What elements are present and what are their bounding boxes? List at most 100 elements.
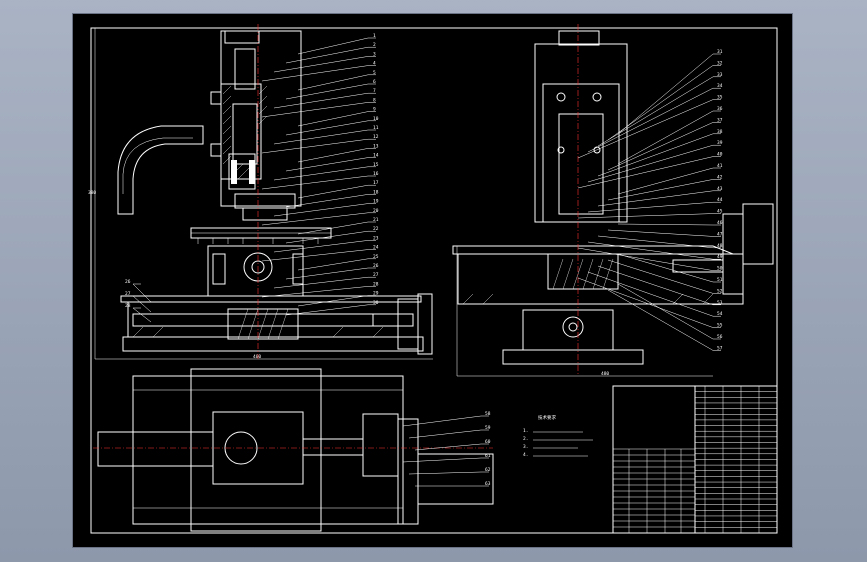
balloon-label: 1 — [373, 33, 376, 39]
balloon-label: 28 — [125, 303, 131, 309]
balloon-label: 43 — [717, 186, 723, 192]
balloon-label: 60 — [485, 439, 491, 445]
leader-line — [273, 203, 369, 217]
balloon-label: 37 — [717, 117, 723, 123]
leader-line — [617, 223, 714, 226]
balloon-label: 28 — [373, 281, 379, 287]
balloon-label: 36 — [717, 106, 723, 112]
leader-line — [261, 65, 369, 82]
balloon-label: 30 — [373, 300, 379, 306]
leader-line — [273, 92, 369, 109]
dim-height: 380 — [88, 190, 96, 196]
leader-line — [607, 229, 714, 237]
leader-line — [273, 166, 369, 181]
balloon-label: 8 — [373, 97, 376, 103]
balloon-label: 31 — [717, 49, 723, 55]
dim-front: 400 — [253, 354, 261, 360]
balloon-label: 58 — [485, 411, 491, 417]
leader-line — [597, 265, 714, 306]
leader-line — [261, 175, 369, 190]
leader-line — [297, 221, 369, 235]
leader-line — [617, 53, 714, 135]
balloon-label: 23 — [373, 235, 379, 241]
balloon-label: 18 — [373, 189, 379, 195]
leader-line — [597, 133, 714, 177]
balloon-label: 54 — [717, 311, 723, 317]
balloon-label: 50 — [717, 266, 723, 272]
leader-line — [285, 194, 369, 208]
leader-line — [261, 138, 369, 154]
dim-side: 480 — [601, 371, 609, 377]
balloon-label: 20 — [373, 208, 379, 214]
leader-line — [297, 148, 369, 163]
note-1: 1. — [523, 428, 528, 434]
balloon-label: 53 — [717, 300, 723, 306]
balloon-label: 26 — [125, 279, 131, 285]
leader-line — [408, 471, 482, 475]
leader-line — [577, 99, 714, 159]
balloon-label: 19 — [373, 199, 379, 205]
balloon-label: 24 — [373, 245, 379, 251]
note-4: 4. — [523, 452, 528, 458]
side-view-balloons: 3132333435363738394041424344454647484950… — [577, 49, 723, 351]
leader-line — [297, 111, 369, 127]
balloon-label: 25 — [373, 254, 379, 260]
balloon-label: 10 — [373, 116, 379, 122]
leader-line — [402, 457, 482, 463]
balloon-label: 27 — [125, 291, 131, 297]
balloon-label: 22 — [373, 226, 379, 232]
balloon-label: 59 — [485, 425, 491, 431]
leader-line — [297, 295, 369, 307]
balloon-label: 55 — [717, 323, 723, 329]
balloon-label: 15 — [373, 162, 379, 168]
balloon-label: 46 — [717, 220, 723, 226]
cad-drawing: 400 380 480 — [88, 24, 778, 534]
technical-notes: 技术要求 1. 2. 3. 4. — [523, 414, 593, 458]
drawing-sheet: 400 380 480 — [72, 13, 793, 548]
balloon-label: 9 — [373, 107, 376, 113]
balloon-label: 40 — [717, 152, 723, 158]
note-3: 3. — [523, 444, 528, 450]
leader-line — [607, 289, 714, 351]
balloon-label: 52 — [717, 288, 723, 294]
leader-line — [607, 259, 714, 294]
leader-line — [577, 277, 714, 328]
leader-line — [577, 247, 714, 271]
balloon-label: 14 — [373, 153, 379, 159]
plan-view — [93, 368, 494, 532]
leader-line — [617, 283, 714, 340]
balloon-label: 47 — [717, 231, 723, 237]
balloon-label: 26 — [373, 263, 379, 269]
leader-line — [297, 258, 369, 271]
balloon-label: 13 — [373, 143, 379, 149]
leader-line — [297, 184, 369, 199]
note-2: 2. — [523, 436, 528, 442]
leader-line — [617, 253, 714, 283]
leader-line — [261, 286, 369, 298]
front-view: 400 380 — [88, 24, 433, 360]
leader-line — [261, 102, 369, 118]
inner-border — [90, 27, 778, 534]
parts-list-table — [612, 385, 778, 534]
balloon-label: 42 — [717, 174, 723, 180]
leader-line — [617, 167, 714, 195]
balloon-label: 56 — [717, 334, 723, 340]
leader-line — [285, 267, 369, 280]
balloon-label: 34 — [717, 83, 723, 89]
leader-line — [587, 271, 714, 317]
leader-line — [132, 283, 152, 303]
balloon-label: 3 — [373, 51, 376, 57]
leader-line — [597, 76, 714, 147]
balloon-label: 41 — [717, 163, 723, 169]
leader-line — [132, 295, 152, 313]
leader-line — [597, 235, 714, 249]
balloon-label: 62 — [485, 467, 491, 473]
leader-line — [607, 65, 714, 141]
leader-line — [285, 46, 369, 64]
balloon-label: 57 — [717, 345, 723, 351]
balloon-label: 5 — [373, 70, 376, 76]
balloon-label: 29 — [373, 291, 379, 297]
balloon-label: 7 — [373, 88, 376, 94]
balloon-label: 11 — [373, 125, 379, 131]
